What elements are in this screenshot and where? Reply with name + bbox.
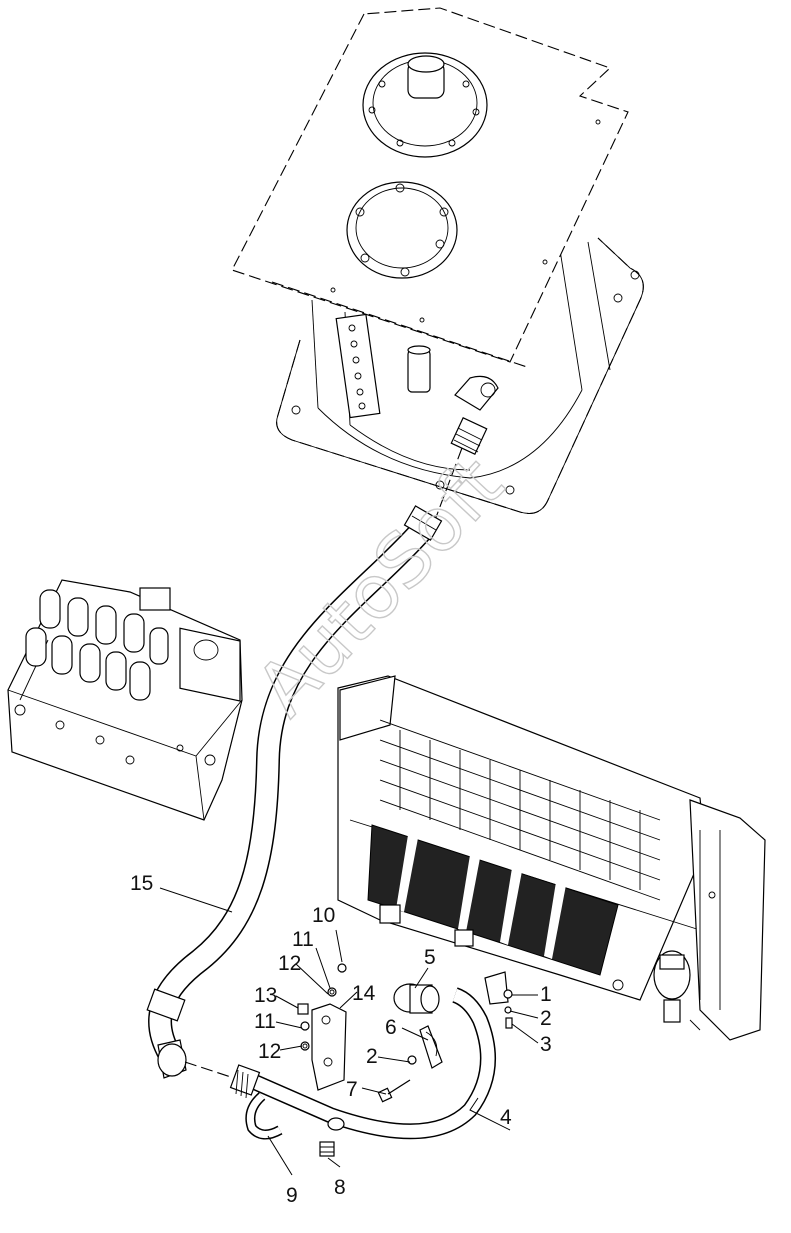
oil-cooler — [337, 675, 766, 1041]
inspection-cover — [346, 181, 458, 279]
callout-3: 3 — [540, 1033, 552, 1056]
callout-12-top: 12 — [278, 952, 301, 975]
clamp-5 — [393, 983, 440, 1014]
callout-7: 7 — [346, 1078, 358, 1101]
breather-cap — [362, 52, 488, 158]
callout-5: 5 — [424, 946, 436, 969]
plate-bracket — [484, 971, 509, 1005]
callout-14: 14 — [352, 982, 376, 1005]
hydraulic-tank — [231, 7, 644, 515]
suction-hose — [146, 505, 443, 1079]
callout-labels: 15 10 11 12 13 11 12 14 5 6 2 7 4 1 2 3 … — [130, 872, 552, 1207]
callout-2-right: 2 — [540, 1007, 552, 1030]
hose-9 — [245, 1092, 283, 1140]
tube-4 — [229, 987, 496, 1140]
hose-centreline — [184, 1061, 241, 1081]
plug-8 — [319, 1141, 335, 1157]
callout-10: 10 — [312, 904, 335, 927]
bracket-14 — [311, 1003, 347, 1091]
outlet-centreline — [434, 447, 463, 521]
callout-9: 9 — [286, 1184, 298, 1207]
clamp-6 — [419, 1025, 443, 1069]
callout-12-bottom: 12 — [258, 1040, 281, 1063]
callout-11-bottom: 11 — [254, 1010, 276, 1033]
callout-4: 4 — [500, 1106, 512, 1129]
callout-2-left: 2 — [366, 1045, 378, 1068]
control-valve — [7, 579, 243, 821]
callout-6: 6 — [385, 1016, 397, 1039]
callout-15: 15 — [130, 872, 153, 895]
bracket-slots — [348, 324, 366, 410]
callout-13: 13 — [254, 984, 277, 1007]
cooler-fins — [379, 719, 661, 901]
callout-11-top: 11 — [292, 928, 314, 951]
fasteners — [297, 963, 513, 1103]
cooler-core-mesh — [367, 824, 619, 976]
callout-1: 1 — [540, 983, 552, 1006]
callout-8: 8 — [334, 1176, 346, 1199]
callout-leaders — [159, 887, 539, 1176]
valve-spools — [25, 589, 169, 701]
